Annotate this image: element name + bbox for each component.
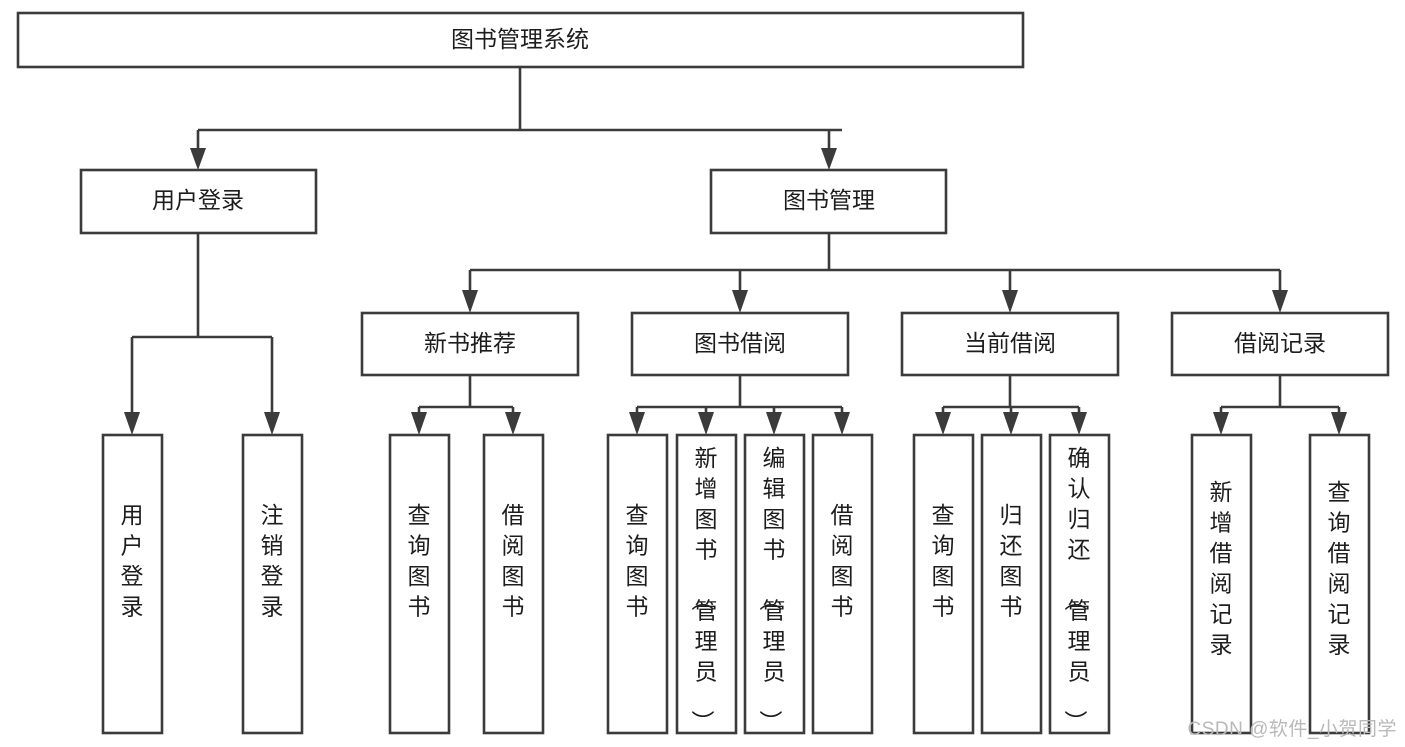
arrow-head-leaf-add-record xyxy=(1213,412,1229,435)
node-leaf-borrow-book-2[interactable]: 借阅图书 xyxy=(811,433,874,735)
node-leaf-query-book-1-box[interactable] xyxy=(388,433,451,735)
node-borrow-record-label: 借阅记录 xyxy=(1234,330,1326,356)
arrow-head-leaf-user-logout xyxy=(264,412,280,435)
node-root-box[interactable] xyxy=(16,11,1025,69)
node-leaf-query-book-3[interactable]: 查询图书 xyxy=(912,433,975,735)
node-book-borrow[interactable]: 图书借阅 xyxy=(630,311,850,377)
node-book-manage-label: 图书管理 xyxy=(783,187,875,213)
node-leaf-user-logout-box[interactable] xyxy=(241,433,304,735)
node-leaf-user-login-label: 用户登录 xyxy=(121,502,144,620)
arrow-head-book-manage xyxy=(821,148,837,170)
connector-current-borrow-to-leaves xyxy=(935,375,1087,435)
arrow-head-leaf-query-book-2 xyxy=(629,412,645,435)
arrow-head-user-login xyxy=(190,148,206,170)
node-leaf-query-record-box[interactable] xyxy=(1308,433,1371,735)
node-new-book-recommend-box[interactable] xyxy=(360,311,580,377)
node-book-manage-box[interactable] xyxy=(709,168,948,235)
arrow-head-leaf-query-record xyxy=(1331,412,1347,435)
node-leaf-confirm-return-box[interactable] xyxy=(1048,433,1111,735)
node-leaf-query-book-2-label: 查询图书 xyxy=(626,502,649,620)
node-leaf-add-book-label: 新增图书（管理员） xyxy=(690,445,718,733)
arrow-head-leaf-query-book-3 xyxy=(935,412,951,435)
node-leaf-query-book-3-label: 查询图书 xyxy=(932,502,955,620)
node-user-login-label: 用户登录 xyxy=(152,187,244,213)
node-leaf-add-book[interactable]: 新增图书（管理员） xyxy=(675,433,738,735)
arrow-head-leaf-borrow-book-2 xyxy=(834,412,850,435)
connector-borrow-record-to-leaves xyxy=(1213,375,1347,435)
node-root[interactable]: 图书管理系统 xyxy=(16,11,1025,69)
node-leaf-borrow-book-1[interactable]: 借阅图书 xyxy=(482,433,545,735)
arrow-head-leaf-return-book xyxy=(1003,412,1019,435)
node-leaf-user-logout-label: 注销登录 xyxy=(261,502,284,620)
node-leaf-query-record-label: 查询借阅记录 xyxy=(1328,479,1351,658)
arrow-head-leaf-edit-book xyxy=(766,412,782,435)
node-leaf-user-login[interactable]: 用户登录 xyxy=(101,433,164,735)
connector-new-book-recommend-to-leaves xyxy=(411,375,521,435)
node-leaf-edit-book-label: 编辑图书（管理员） xyxy=(758,445,786,733)
node-leaf-query-record[interactable]: 查询借阅记录 xyxy=(1308,433,1371,735)
node-leaf-confirm-return-label: 确认归还（管理员） xyxy=(1063,445,1091,733)
node-leaf-user-login-box[interactable] xyxy=(101,433,164,735)
node-leaf-query-book-3-box[interactable] xyxy=(912,433,975,735)
node-book-manage[interactable]: 图书管理 xyxy=(709,168,948,235)
node-new-book-recommend-label: 新书推荐 xyxy=(424,330,516,356)
node-user-login-box[interactable] xyxy=(79,168,318,235)
node-leaf-confirm-return[interactable]: 确认归还（管理员） xyxy=(1048,433,1111,735)
node-book-borrow-box[interactable] xyxy=(630,311,850,377)
node-leaf-edit-book-box[interactable] xyxy=(743,433,806,735)
arrow-head-leaf-add-book xyxy=(698,412,714,435)
node-leaf-return-book[interactable]: 归还图书 xyxy=(980,433,1043,735)
node-leaf-return-book-label: 归还图书 xyxy=(1000,502,1023,620)
arrow-head-current-borrow xyxy=(1002,290,1018,313)
node-leaf-borrow-book-1-label: 借阅图书 xyxy=(502,502,525,620)
node-leaf-return-book-box[interactable] xyxy=(980,433,1043,735)
node-leaf-borrow-book-1-box[interactable] xyxy=(482,433,545,735)
node-root-label: 图书管理系统 xyxy=(451,26,589,52)
node-leaf-query-book-1[interactable]: 查询图书 xyxy=(388,433,451,735)
node-current-borrow-label: 当前借阅 xyxy=(964,330,1056,356)
node-leaf-user-logout[interactable]: 注销登录 xyxy=(241,433,304,735)
connector-user-login-to-leaves xyxy=(124,233,280,435)
arrow-head-leaf-confirm-return xyxy=(1071,412,1087,435)
node-leaf-query-book-1-label: 查询图书 xyxy=(408,502,431,620)
node-new-book-recommend[interactable]: 新书推荐 xyxy=(360,311,580,377)
arrow-head-leaf-borrow-book-1 xyxy=(505,412,521,435)
node-leaf-borrow-book-2-box[interactable] xyxy=(811,433,874,735)
arrow-head-borrow-record xyxy=(1272,290,1288,313)
node-current-borrow[interactable]: 当前借阅 xyxy=(900,311,1120,377)
node-leaf-query-book-2-box[interactable] xyxy=(606,433,669,735)
node-current-borrow-box[interactable] xyxy=(900,311,1120,377)
node-leaf-edit-book[interactable]: 编辑图书（管理员） xyxy=(743,433,806,735)
arrow-head-new-book-recommend xyxy=(462,290,478,313)
node-leaf-add-record-box[interactable] xyxy=(1190,433,1253,735)
arrow-head-leaf-user-login xyxy=(124,412,140,435)
connector-book-manage-to-level2 xyxy=(462,233,1288,313)
node-user-login[interactable]: 用户登录 xyxy=(79,168,318,235)
arrow-head-book-borrow xyxy=(732,290,748,313)
node-book-borrow-label: 图书借阅 xyxy=(694,330,786,356)
node-borrow-record-box[interactable] xyxy=(1170,311,1390,377)
node-leaf-add-book-box[interactable] xyxy=(675,433,738,735)
arrow-head-leaf-query-book-1 xyxy=(411,412,427,435)
node-leaf-borrow-book-2-label: 借阅图书 xyxy=(831,502,854,620)
connector-root-to-level1 xyxy=(190,67,842,170)
connector-book-borrow-to-leaves xyxy=(629,375,850,435)
node-leaf-query-book-2[interactable]: 查询图书 xyxy=(606,433,669,735)
node-borrow-record[interactable]: 借阅记录 xyxy=(1170,311,1390,377)
node-leaf-add-record-label: 新增借阅记录 xyxy=(1210,479,1233,658)
node-leaf-add-record[interactable]: 新增借阅记录 xyxy=(1190,433,1253,735)
